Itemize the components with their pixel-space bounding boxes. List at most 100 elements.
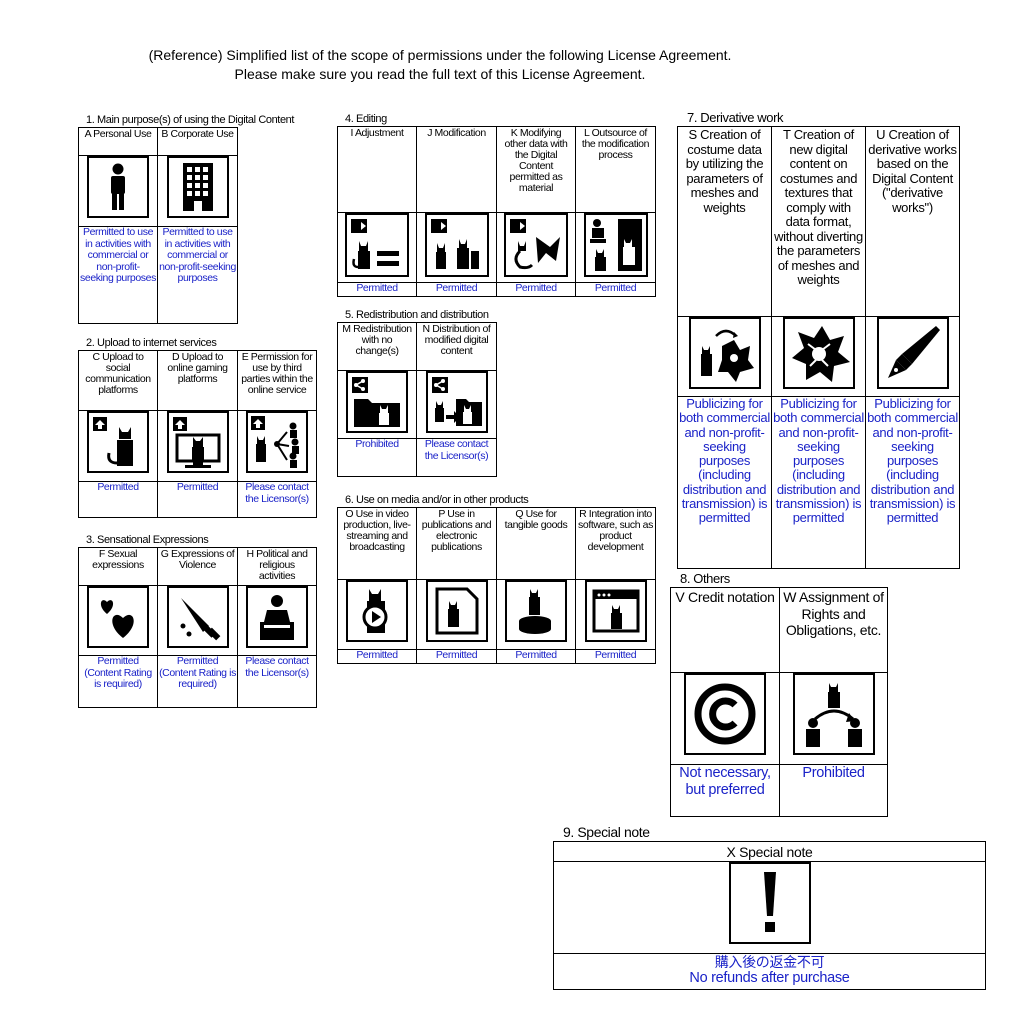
status-text: Permitted to use in activities with comm…: [80, 226, 156, 284]
status-text: Permitted: [435, 649, 478, 661]
status-text: Please contact the Licensor(s): [245, 481, 309, 505]
status-text: Permitted: [594, 282, 637, 294]
cell-heading: M Redistribution with no change(s): [342, 323, 412, 357]
status-text: Permitted: [435, 282, 478, 294]
section-editing: 4. Editing I Adjustment J Modification K…: [337, 113, 656, 297]
section-sensational: 3. Sensational Expressions F Sexual expr…: [78, 534, 317, 708]
section-title: 8. Others: [680, 571, 730, 586]
software-icon: [584, 580, 647, 642]
exclamation-icon: [728, 862, 811, 944]
section-media: 6. Use on media and/or in other products…: [337, 494, 656, 664]
hearts-icon: [87, 586, 149, 648]
upload-monitor-icon: [166, 411, 229, 473]
status-text: Prohibited: [355, 438, 399, 450]
permission-table: S Creation of costume data by utilizing …: [677, 126, 960, 569]
pen-icon: [876, 317, 949, 389]
header-line-1: (Reference) Simplified list of the scope…: [148, 47, 732, 63]
building-icon: [166, 156, 229, 218]
permission-table: I Adjustment J Modification K Modifying …: [337, 126, 656, 297]
permission-table: O Use in video production, live-streamin…: [337, 507, 656, 664]
publication-icon: [425, 580, 488, 642]
status-text-en: No refunds after purchase: [689, 970, 850, 986]
material-icon: [504, 213, 568, 277]
cell-heading: W Assignment of Rights and Obligations, …: [783, 589, 884, 638]
section-main-purpose: 1. Main purpose(s) of using the Digital …: [78, 114, 294, 324]
status-text: Permitted: [97, 481, 139, 493]
podium-icon: [246, 586, 308, 648]
permission-table: A Personal Use B Corporate Use Permitted…: [78, 127, 238, 324]
section-title: 4. Editing: [345, 113, 387, 125]
status-text: Permitted: [176, 481, 219, 493]
section-title: 6. Use on media and/or in other products: [345, 494, 529, 506]
section-title: 3. Sensational Expressions: [86, 534, 209, 546]
knife-icon: [166, 586, 229, 648]
modify-icon: [424, 213, 489, 277]
share-folder-icon: [346, 371, 408, 433]
upload-avatar-icon: [87, 411, 149, 473]
cell-heading: I Adjustment: [350, 127, 404, 139]
cell-heading: E Permission for use by third parties wi…: [241, 351, 313, 396]
transfer-icon: [792, 673, 875, 755]
status-text: Publicizing for both commercial and non-…: [773, 396, 864, 526]
cell-heading: P Use in publications and electronic pub…: [421, 508, 492, 553]
cell-heading: F Sexual expressions: [92, 548, 144, 571]
costume-icon: [688, 317, 761, 389]
section-redistribution: 5. Redistribution and distribution M Red…: [337, 309, 497, 477]
cell-heading: G Expressions of Violence: [160, 548, 235, 571]
status-text: Not necessary, but preferred: [679, 765, 771, 798]
cell-heading: H Political and religious activities: [246, 548, 308, 582]
header-line-2: Please make sure you read the full text …: [234, 66, 646, 82]
section-title: 5. Redistribution and distribution: [345, 309, 489, 321]
person-icon: [87, 156, 149, 218]
share-people-icon: [246, 411, 308, 473]
status-text: Publicizing for both commercial and non-…: [867, 396, 958, 526]
status-text: Permitted (Content Rating is required): [84, 655, 152, 690]
cell-heading: V Credit notation: [675, 589, 775, 605]
adjust-icon: [345, 213, 409, 277]
cell-heading: Q Use for tangible goods: [504, 508, 568, 531]
status-text: Permitted: [515, 649, 557, 661]
cell-heading: S Creation of costume data by utilizing …: [685, 127, 764, 215]
cell-heading: J Modification: [427, 127, 486, 139]
section-special-note: 9. Special note X Special note 購入後の返金不可 …: [553, 824, 986, 990]
section-title: 7. Derivative work: [687, 110, 784, 125]
cell-heading: T Creation of new digital content on cos…: [774, 127, 863, 287]
status-text: Prohibited: [802, 765, 865, 781]
permission-table: C Upload to social communication platfor…: [78, 350, 317, 518]
cell-heading: C Upload to social communication platfor…: [85, 351, 151, 396]
status-text: Publicizing for both commercial and non-…: [679, 396, 770, 526]
outsource-icon: [583, 213, 648, 277]
section-derivative: 7. Derivative work S Creation of costume…: [677, 110, 960, 569]
cell-heading: X Special note: [726, 844, 813, 860]
status-text: Permitted: [356, 282, 398, 294]
figure-icon: [505, 580, 567, 642]
copyright-icon: [684, 673, 766, 755]
status-text: Permitted: [594, 649, 637, 661]
cell-heading: U Creation of derivative works based on …: [868, 127, 957, 215]
status-text-jp: 購入後の返金不可: [714, 954, 825, 970]
cell-heading: N Distribution of modified digital conte…: [422, 323, 491, 357]
status-text: Permitted to use in activities with comm…: [159, 226, 236, 284]
cell-heading: L Outsource of the modification process: [581, 127, 650, 161]
cell-heading: O Use in video production, live-streamin…: [343, 508, 411, 553]
cell-heading: R Integration into software, such as pro…: [578, 508, 653, 553]
cell-heading: A Personal Use: [84, 128, 152, 140]
status-text: Please contact the Licensor(s): [424, 438, 489, 462]
status-text: Permitted: [356, 649, 398, 661]
section-title: 1. Main purpose(s) of using the Digital …: [86, 114, 295, 126]
status-text: Please contact the Licensor(s): [245, 655, 309, 679]
section-title: 9. Special note: [563, 824, 650, 840]
video-icon: [346, 580, 408, 642]
cell-heading: K Modifying other data with the Digital …: [504, 127, 568, 194]
status-text: Permitted: [515, 282, 557, 294]
fabric-icon: [782, 317, 855, 389]
status-text: Permitted (Content Rating is required): [159, 655, 236, 690]
permission-table: M Redistribution with no change(s) N Dis…: [337, 322, 497, 477]
cell-heading: D Upload to online gaming platforms: [167, 351, 228, 385]
section-others: 8. Others V Credit notation W Assignment…: [670, 571, 888, 817]
section-title: 2. Upload to internet services: [86, 337, 217, 349]
section-upload: 2. Upload to internet services C Upload …: [78, 337, 317, 518]
permission-table: F Sexual expressions G Expressions of Vi…: [78, 547, 317, 708]
cell-heading: B Corporate Use: [161, 128, 234, 140]
permission-table: X Special note 購入後の返金不可 No refunds after…: [553, 841, 986, 990]
